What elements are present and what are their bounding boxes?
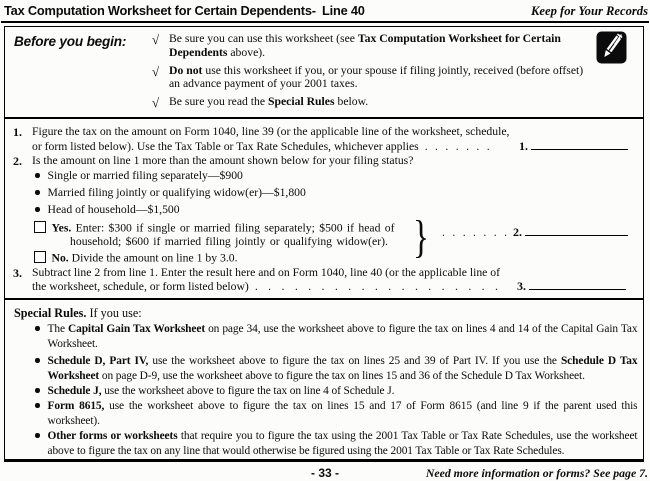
filing-status-bullet: Single or married filing separately—$900 xyxy=(35,169,243,183)
yes-text: Enter: $300 if single or married filing … xyxy=(75,221,395,235)
before-item-text: Do not use this worksheet if you, or you… xyxy=(169,63,584,91)
entry-3-label: 3. xyxy=(517,279,526,293)
entry-1-label: 1. xyxy=(519,139,528,153)
bullet-icon xyxy=(35,207,40,212)
check-icon: √ xyxy=(152,95,160,111)
dots-leader: . . . . . . . . . . . . . . . . . . . xyxy=(254,280,498,293)
step-1-text: or form listed below). Use the Tax Table… xyxy=(32,140,419,153)
section-divider xyxy=(5,117,643,119)
special-rule-text: Schedule J, use the worksheet above to f… xyxy=(47,385,395,397)
page-title: Tax Computation Worksheet for Certain De… xyxy=(4,3,365,18)
special-rules-heading-bold: Special Rules. xyxy=(14,306,87,320)
yes-checkbox[interactable] xyxy=(34,221,46,233)
worksheet-box: Before you begin: √ Be sure you can use … xyxy=(4,26,644,462)
check-icon: √ xyxy=(152,32,160,47)
bullet-icon xyxy=(35,326,40,331)
keep-for-records-label: Keep for Your Records xyxy=(531,4,648,18)
no-text: Divide the amount on line 1 by 3.0. xyxy=(71,251,238,265)
yes-label: Yes. xyxy=(51,221,72,235)
step-2-number: 2. xyxy=(13,154,22,168)
bullet-icon xyxy=(35,173,40,178)
special-rule-bullet: The Capital Gain Tax Worksheet on page 3… xyxy=(35,322,639,351)
bullet-icon xyxy=(35,190,40,195)
special-rules-heading-rest: If you use: xyxy=(86,306,142,320)
entry-1-field[interactable] xyxy=(531,138,628,150)
before-item: √ Be sure you read the Special Rules bel… xyxy=(152,95,594,111)
before-item-text: Be sure you can use this worksheet (see … xyxy=(169,32,561,59)
yes-option-line-1: Yes. Enter: $300 if single or married fi… xyxy=(34,221,395,236)
footer-more-info: Need more information or forms? See page… xyxy=(425,466,648,480)
special-rule-bullet: Schedule D, Part IV, use the worksheet a… xyxy=(35,354,639,383)
no-label: No. xyxy=(51,251,69,265)
line-1-entry: 1. xyxy=(519,138,628,154)
footer-page-number: - 33 - xyxy=(310,466,339,480)
entry-2-field[interactable] xyxy=(525,224,628,236)
line-2-entry: 2. xyxy=(513,224,628,240)
entry-3-field[interactable] xyxy=(529,278,626,290)
pencil-icon xyxy=(596,31,627,64)
filing-status-text: Married filing jointly or qualifying wid… xyxy=(47,186,306,199)
step-2-question: Is the amount on line 1 more than the am… xyxy=(32,154,414,167)
step-3-text: the worksheet, schedule, or form listed … xyxy=(32,280,249,293)
title-divider xyxy=(1,21,649,23)
special-rule-text: Other forms or worksheets that require y… xyxy=(47,430,638,457)
entry-2-label: 2. xyxy=(513,225,522,239)
filing-status-text: Single or married filing separately—$900 xyxy=(47,169,243,182)
special-rule-bullet: Schedule J, use the worksheet above to f… xyxy=(35,384,639,399)
step-3-text-line-1: Subtract line 2 from line 1. Enter the r… xyxy=(32,266,501,279)
special-rule-text: The Capital Gain Tax Worksheet on page 3… xyxy=(47,323,638,350)
before-you-begin-list: √ Be sure you can use this worksheet (se… xyxy=(152,32,594,115)
before-item-text: Be sure you read the Special Rules below… xyxy=(169,95,369,109)
before-you-begin-label: Before you begin: xyxy=(14,34,127,49)
dots-leader: . . . . . . . xyxy=(424,140,490,153)
special-rule-text: Form 8615, use the worksheet above to fi… xyxy=(47,400,638,427)
step-3-number: 3. xyxy=(13,266,22,280)
special-rules-heading: Special Rules. If you use: xyxy=(14,306,142,321)
special-rule-text: Schedule D, Part IV, use the worksheet a… xyxy=(47,355,638,382)
bullet-icon xyxy=(35,388,40,393)
check-icon: √ xyxy=(152,63,160,79)
bullet-icon xyxy=(35,433,40,438)
step-1-text-line-2: or form listed below). Use the Tax Table… xyxy=(32,140,490,154)
yes-option-line-2: household; $600 if married filing jointl… xyxy=(70,235,388,248)
step-1-text-line-1: Figure the tax on the amount on Form 104… xyxy=(32,125,510,138)
no-checkbox[interactable] xyxy=(34,251,46,263)
filing-status-text: Head of household—$1,500 xyxy=(47,203,180,216)
line-3-entry: 3. xyxy=(517,278,626,294)
filing-status-bullet: Head of household—$1,500 xyxy=(35,203,180,217)
bullet-icon xyxy=(35,403,40,408)
brace-glyph: } xyxy=(413,211,429,262)
step-3-text-line-2: the worksheet, schedule, or form listed … xyxy=(32,280,498,294)
special-rules-divider xyxy=(5,298,643,301)
filing-status-bullet: Married filing jointly or qualifying wid… xyxy=(35,186,306,200)
before-item: √ Do not use this worksheet if you, or y… xyxy=(152,64,594,92)
special-rule-bullet: Form 8615, use the worksheet above to fi… xyxy=(35,399,639,428)
no-option: No. Divide the amount on line 1 by 3.0. xyxy=(34,251,238,266)
special-rule-bullet: Other forms or worksheets that require y… xyxy=(35,429,639,458)
step-1-number: 1. xyxy=(13,125,22,139)
bullet-icon xyxy=(35,358,40,363)
before-item: √ Be sure you can use this worksheet (se… xyxy=(152,32,594,60)
dots-leader: . . . . . . . . xyxy=(442,226,518,239)
